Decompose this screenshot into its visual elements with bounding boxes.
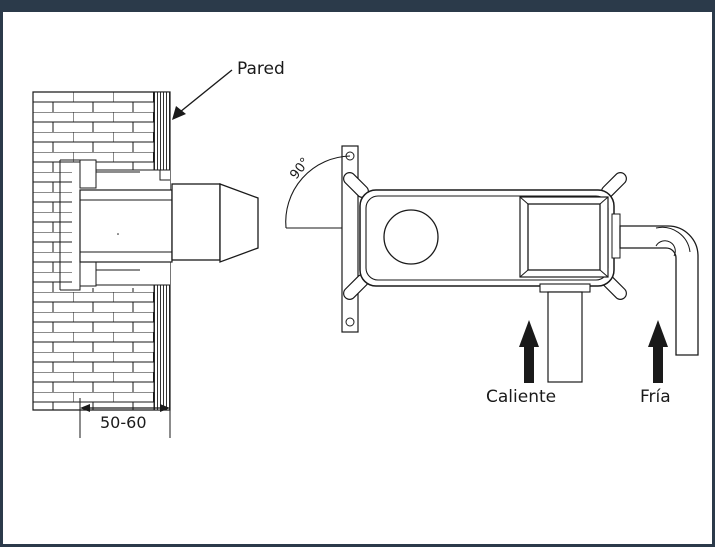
angle-label: 90° [287,155,313,182]
hot-label: Caliente [486,387,556,407]
wall-pointer-arrow [172,69,233,120]
wall-label: Pared [237,59,285,79]
cold-water-pipe [619,225,699,356]
top-bar [0,0,715,12]
valve-front-view [341,145,627,333]
hot-inlet-arrow [519,320,539,383]
cold-label: Fría [640,387,671,407]
wall-section [32,91,259,411]
depth-label: 50-60 [100,413,147,432]
angle-indicator [285,155,351,229]
cold-inlet-arrow [648,320,668,383]
hot-water-pipe [539,283,591,383]
depth-dimension [79,398,171,438]
